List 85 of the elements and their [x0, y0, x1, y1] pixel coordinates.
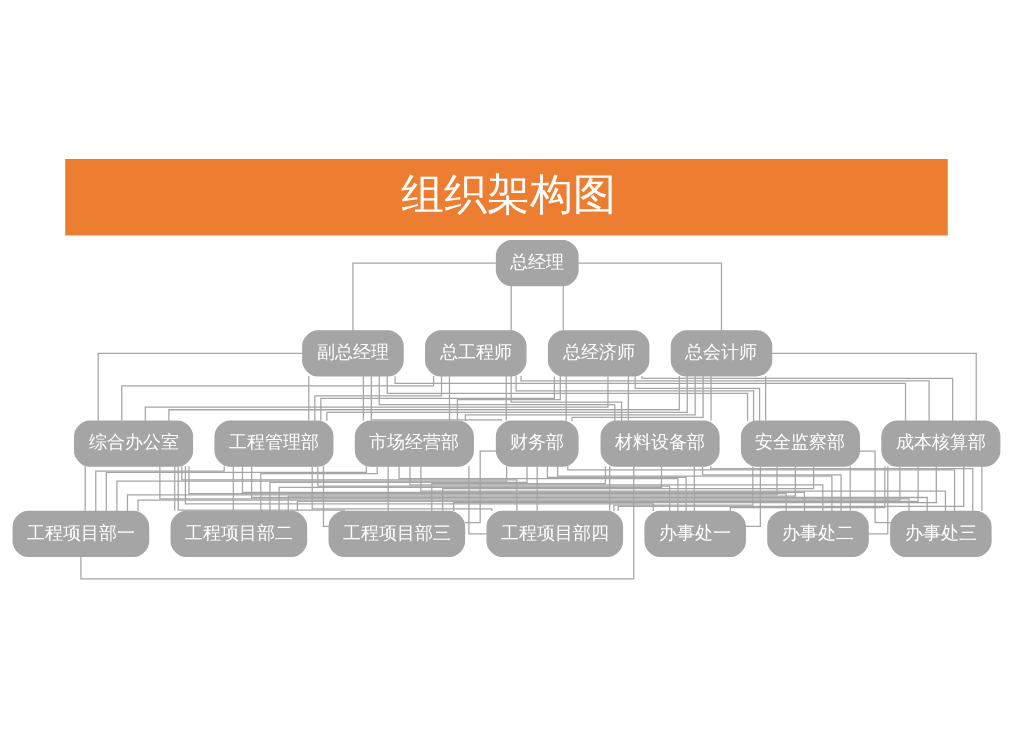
diagram-title: 组织架构图 — [400, 168, 616, 219]
node-box: 工程管理部 — [214, 419, 334, 467]
node-box: 工程项目部三 — [328, 510, 466, 557]
connector — [613, 465, 754, 512]
connector — [398, 465, 679, 512]
connector — [693, 465, 695, 511]
connector — [168, 374, 680, 421]
connector — [269, 465, 528, 512]
connector — [144, 375, 609, 421]
node-box: 总经理 — [495, 239, 579, 286]
connector — [181, 465, 518, 511]
connector — [322, 465, 330, 527]
connector — [520, 375, 930, 422]
connector — [577, 261, 723, 331]
node-box: 办事处一 — [644, 510, 746, 557]
connector — [609, 465, 611, 511]
connector — [571, 374, 704, 422]
connector — [97, 352, 304, 421]
connector — [394, 375, 907, 421]
node-box: 总经济师 — [547, 329, 650, 377]
node-box: 财务部 — [495, 419, 579, 467]
node-box: 总会计师 — [670, 329, 773, 377]
connector — [370, 375, 502, 421]
connector — [867, 465, 889, 534]
connector — [116, 465, 508, 512]
connector — [352, 261, 497, 331]
connector — [546, 465, 687, 512]
connector — [771, 352, 977, 421]
connector — [468, 465, 488, 534]
connector — [311, 465, 493, 512]
connector — [80, 465, 635, 580]
connector — [744, 465, 761, 527]
connector — [448, 375, 451, 421]
connector — [464, 450, 497, 523]
node-box: 成本核算部 — [881, 419, 1001, 467]
connector — [386, 375, 749, 421]
connector — [232, 465, 234, 511]
connector — [320, 375, 555, 421]
connector — [464, 375, 696, 421]
connector — [565, 375, 567, 421]
connector — [765, 375, 767, 421]
connector — [260, 465, 378, 512]
connector — [505, 375, 507, 421]
node-box: 综合办公室 — [74, 419, 194, 467]
connector — [858, 450, 892, 523]
node-box: 工程项目部二 — [170, 510, 308, 557]
connector — [105, 465, 367, 512]
node-box: 办事处三 — [890, 510, 992, 557]
connector — [981, 465, 983, 511]
connector — [634, 375, 761, 421]
connector — [515, 374, 755, 422]
connector — [562, 284, 564, 331]
connector — [378, 374, 616, 422]
connector — [314, 375, 443, 421]
node-box: 市场经营部 — [354, 419, 474, 467]
connector — [729, 465, 886, 512]
connector — [536, 465, 538, 511]
connector — [121, 374, 435, 421]
node-box: 工程项目部一 — [12, 510, 150, 557]
connector — [849, 465, 851, 511]
connector — [308, 375, 310, 421]
connector — [177, 465, 345, 512]
connector — [184, 465, 654, 512]
node-box: 总工程师 — [425, 329, 527, 377]
connector — [326, 374, 688, 421]
connector — [95, 465, 225, 512]
connector — [510, 374, 623, 422]
connector — [710, 375, 712, 421]
connector — [510, 284, 512, 331]
connector — [556, 465, 833, 512]
connector — [710, 465, 974, 512]
node-box: 副总经理 — [302, 329, 404, 377]
connector — [431, 465, 607, 512]
connector — [362, 375, 364, 421]
connector — [701, 465, 842, 512]
node-box: 工程项目部四 — [486, 510, 624, 557]
connector — [84, 465, 86, 511]
connector — [641, 374, 954, 421]
node-box: 材料设备部 — [600, 419, 720, 467]
connector — [627, 375, 629, 421]
connector — [387, 465, 389, 511]
node-box: 安全监察部 — [740, 419, 860, 467]
connector — [456, 374, 561, 421]
connector — [174, 465, 176, 511]
node-box: 办事处二 — [767, 510, 869, 557]
